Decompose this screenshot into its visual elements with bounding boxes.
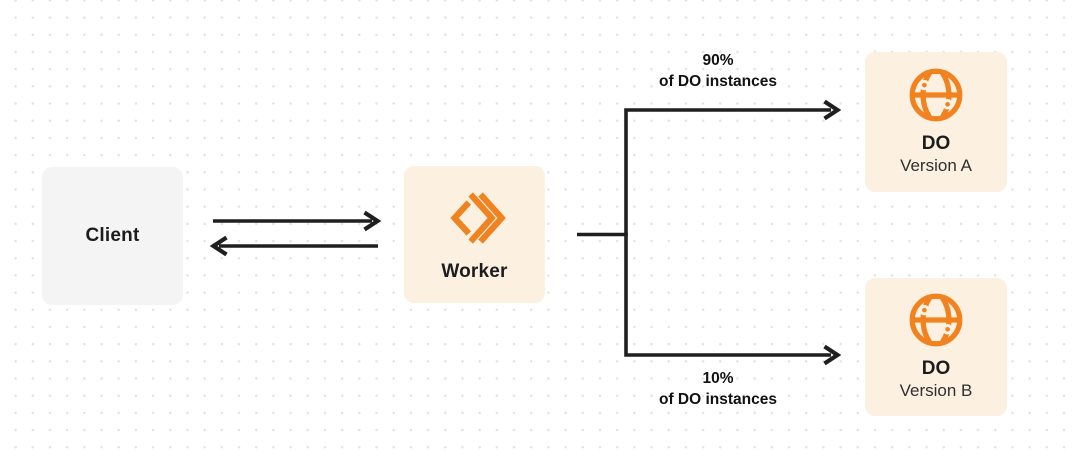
do-a-subtitle: Version A [900, 155, 972, 175]
branch-bottom-label: 10% of DO instances [608, 368, 828, 410]
cloudflare-workers-icon [449, 191, 506, 244]
client-node: Client [42, 167, 183, 305]
do-version-a-node: DO Version A [865, 52, 1007, 192]
branch-top-arrowhead [823, 99, 842, 121]
worker-label: Worker [441, 260, 508, 282]
branch-bottom-percent: 10% [702, 370, 734, 387]
branch-top-label: 90% of DO instances [608, 50, 828, 92]
branch-top-percent: 90% [702, 52, 734, 69]
client-label: Client [85, 225, 140, 246]
do-b-title: DO [921, 358, 951, 380]
worker-to-client-arrowhead [209, 235, 228, 257]
split-branch-line [624, 108, 831, 357]
client-to-worker-arrowhead [363, 210, 382, 232]
durable-object-globe-icon [909, 68, 963, 122]
do-version-b-node: DO Version B [865, 278, 1007, 416]
worker-node: Worker [404, 166, 545, 303]
branch-bottom-caption: of DO instances [659, 391, 777, 408]
durable-object-globe-icon [909, 293, 963, 347]
do-a-title: DO [921, 133, 951, 155]
branch-bottom-arrowhead [823, 344, 842, 366]
branch-top-caption: of DO instances [659, 73, 777, 90]
do-b-subtitle: Version B [899, 380, 973, 400]
